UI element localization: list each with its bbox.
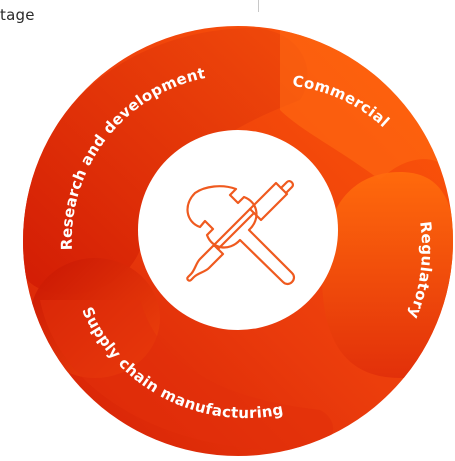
cropped-heading-text: tage [0, 6, 35, 24]
segment-research [23, 28, 308, 295]
top-divider-line [258, 0, 259, 12]
segment-supply [40, 300, 334, 451]
segment-regulatory [322, 172, 453, 378]
segment-commercial [280, 30, 450, 180]
wrench-screwdriver-icon [186, 180, 296, 286]
